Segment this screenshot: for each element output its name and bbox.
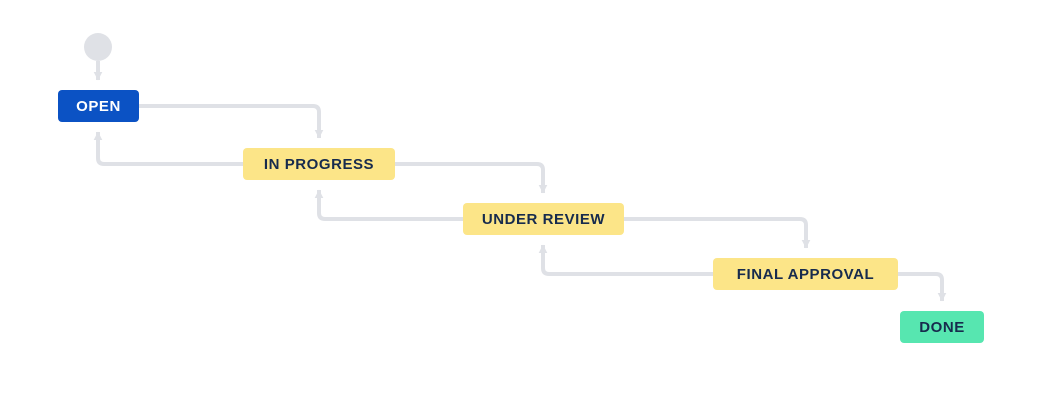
status-node-in-progress-label: IN PROGRESS bbox=[263, 155, 375, 173]
transition-final-approval-to-done bbox=[898, 272, 947, 302]
status-node-final-approval-label: FINAL APPROVAL bbox=[736, 265, 875, 283]
transition-under-review-to-final-approval bbox=[624, 217, 811, 249]
status-node-open-label: OPEN bbox=[76, 97, 121, 115]
status-node-under-review-label: UNDER REVIEW bbox=[481, 210, 606, 228]
workflow-start-marker bbox=[84, 33, 112, 61]
status-node-final-approval[interactable]: FINAL APPROVAL bbox=[713, 258, 898, 290]
status-node-open[interactable]: OPEN bbox=[58, 90, 139, 122]
status-node-in-progress[interactable]: IN PROGRESS bbox=[243, 148, 395, 180]
transition-under-review-to-in-progress bbox=[314, 189, 463, 221]
transition-final-approval-to-under-review bbox=[538, 244, 713, 276]
transition-in-progress-to-under-review bbox=[395, 162, 548, 194]
status-node-under-review[interactable]: UNDER REVIEW bbox=[463, 203, 624, 235]
transition-open-to-in-progress bbox=[139, 104, 324, 139]
status-node-done[interactable]: DONE bbox=[900, 311, 984, 343]
transition-in-progress-to-open bbox=[93, 131, 243, 166]
status-node-done-label: DONE bbox=[919, 318, 965, 336]
